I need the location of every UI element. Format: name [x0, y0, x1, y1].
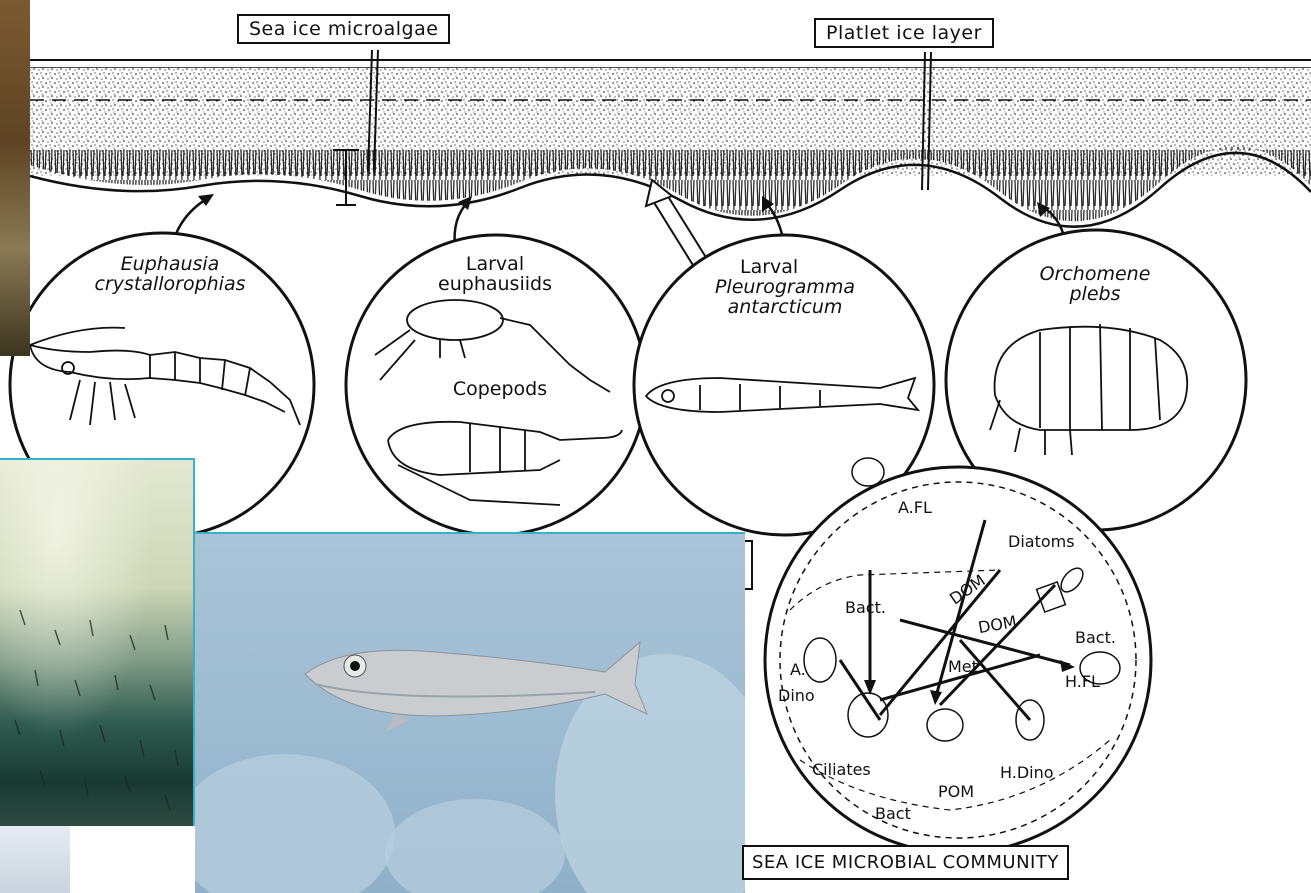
- euphausia-genus: Euphausia: [40, 255, 300, 275]
- bact-label-3: Bact: [875, 804, 911, 823]
- platelet-ice-layer-label: Platlet ice layer: [814, 18, 994, 48]
- hfl-label: H.FL: [1065, 672, 1100, 691]
- hdino-label: H.Dino: [1000, 763, 1054, 782]
- larval-fish-text: Larval: [670, 258, 900, 278]
- afl-label: A.FL: [898, 498, 932, 517]
- partial-label-box: [745, 540, 753, 590]
- orchomene-species: plebs: [990, 285, 1200, 305]
- euphausiids-text: euphausiids: [400, 275, 590, 295]
- larval-text: Larval: [400, 255, 590, 275]
- sea-ice-microbial-community-label: SEA ICE MICROBIAL COMMUNITY: [742, 845, 1069, 880]
- orchomene-label: Orchomene plebs: [990, 265, 1200, 305]
- met-label: Met: [948, 657, 978, 676]
- pom-label: POM: [938, 782, 974, 801]
- pleurogramma-text: Pleurogramma: [670, 278, 900, 298]
- copepods-label: Copepods: [410, 380, 590, 400]
- sea-ice-microalgae-label: Sea ice microalgae: [237, 14, 450, 44]
- dino-label: Dino: [778, 686, 815, 705]
- euphausia-label: Euphausia crystallorophias: [40, 255, 300, 295]
- bact-label-1: Bact.: [845, 598, 886, 617]
- ciliates-label: Ciliates: [812, 760, 871, 779]
- silverfish-photo: [195, 532, 745, 893]
- bact-label-2: Bact.: [1075, 628, 1116, 647]
- copepod-swarm-photo: [0, 458, 195, 826]
- diatoms-label: Diatoms: [1008, 532, 1075, 551]
- larval-euphausiids-label: Larval euphausiids: [400, 255, 590, 295]
- krill-photo: [0, 0, 30, 356]
- ice-photo: [0, 826, 70, 893]
- a-label: A.: [790, 660, 806, 679]
- larval-pleurogramma-label: Larval Pleurogramma antarcticum: [670, 258, 900, 318]
- euphausia-species: crystallorophias: [40, 275, 300, 295]
- orchomene-genus: Orchomene: [990, 265, 1200, 285]
- antarcticum-text: antarcticum: [670, 298, 900, 318]
